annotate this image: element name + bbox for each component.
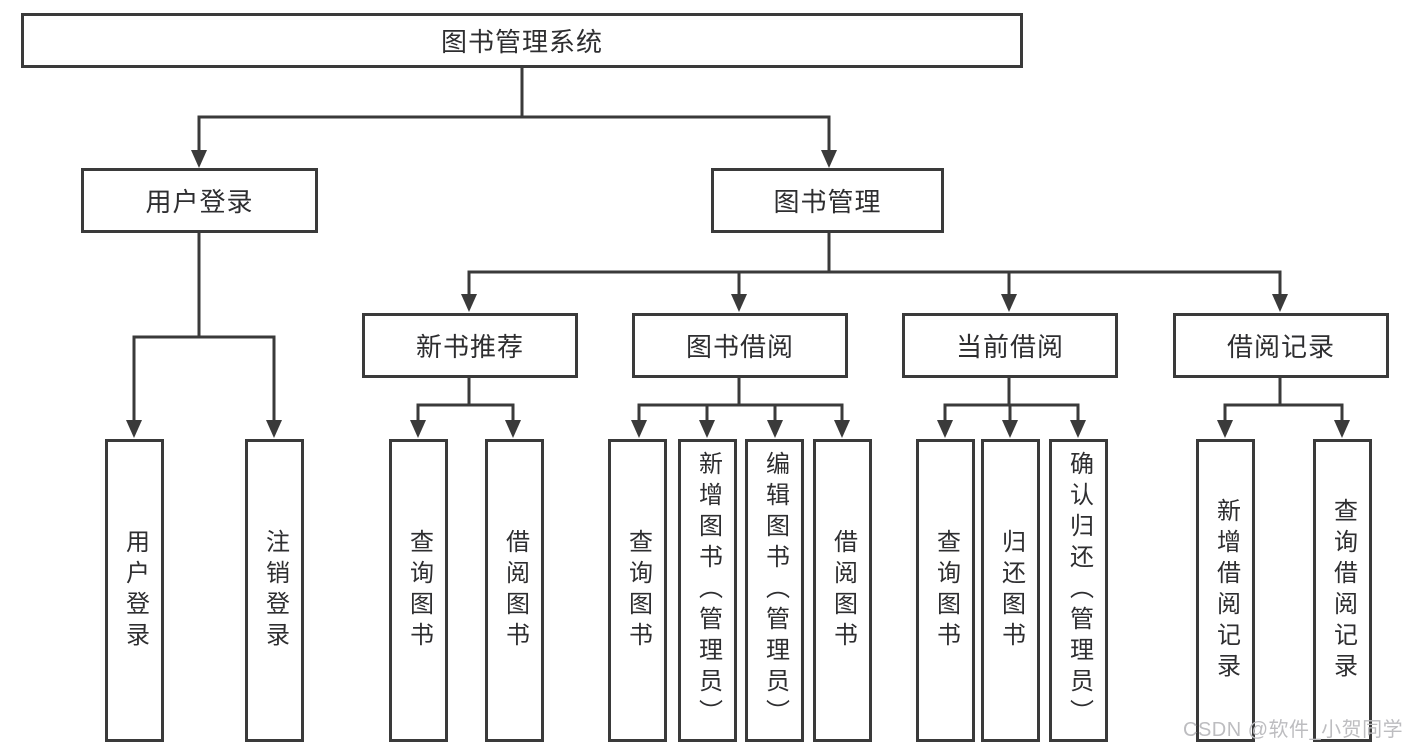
arrow-head — [1272, 294, 1288, 312]
arrow-head — [834, 420, 850, 438]
leaf-edit-books-admin: 编辑图书（管理员） — [745, 439, 804, 742]
arrow-head — [1001, 294, 1017, 312]
node-label: 借阅记录 — [1226, 332, 1335, 362]
leaf-borrow-books: 借阅图书 — [485, 439, 544, 742]
node-label: 查询图书 — [932, 528, 960, 653]
node-new-book-recommendation: 新书推荐 — [362, 313, 578, 378]
node-label: 确认归还（管理员） — [1065, 451, 1093, 730]
arrow-head — [1070, 420, 1086, 438]
arrowheads — [126, 150, 1350, 438]
node-label: 图书管理 — [773, 187, 882, 217]
arrow-head — [821, 150, 837, 168]
node-label: 图书借阅 — [685, 332, 794, 362]
arrow-head — [191, 150, 207, 168]
node-label: 查询借阅记录 — [1329, 497, 1357, 684]
node-label: 编辑图书（管理员） — [761, 451, 789, 730]
leaf-add-borrow-record: 新增借阅记录 — [1196, 439, 1255, 742]
arrow-head — [461, 294, 477, 312]
node-label: 借阅图书 — [501, 528, 529, 653]
node-borrowing-records: 借阅记录 — [1173, 313, 1389, 378]
leaf-query-books: 查询图书 — [389, 439, 448, 742]
arrow-head — [699, 420, 715, 438]
arrow-head — [126, 420, 142, 438]
leaf-query-books: 查询图书 — [608, 439, 667, 742]
arrow-head — [266, 420, 282, 438]
arrow-head — [631, 420, 647, 438]
arrow-head — [1334, 420, 1350, 438]
arrow-head — [505, 420, 521, 438]
node-book-borrowing: 图书借阅 — [632, 313, 848, 378]
arrow-head — [1002, 420, 1018, 438]
node-label: 查询图书 — [405, 528, 433, 653]
csdn-watermark: CSDN @软件_小贺同学 — [1183, 719, 1404, 741]
arrow-head — [410, 420, 426, 438]
leaf-borrow-books: 借阅图书 — [813, 439, 872, 742]
node-label: 注销登录 — [261, 528, 289, 653]
node-label: 归还图书 — [997, 528, 1025, 653]
node-label: 新增图书（管理员） — [694, 451, 722, 730]
node-current-borrowing: 当前借阅 — [902, 313, 1118, 378]
arrow-head — [767, 420, 783, 438]
node-user-login: 用户登录 — [81, 168, 318, 233]
leaf-return-books: 归还图书 — [981, 439, 1040, 742]
arrow-head — [937, 420, 953, 438]
node-label: 查询图书 — [624, 528, 652, 653]
node-label: 用户登录 — [121, 528, 149, 653]
leaf-confirm-return-admin: 确认归还（管理员） — [1049, 439, 1108, 742]
leaf-add-books-admin: 新增图书（管理员） — [678, 439, 737, 742]
node-label: 新书推荐 — [415, 332, 524, 362]
leaf-logout: 注销登录 — [245, 439, 304, 742]
node-label: 当前借阅 — [955, 332, 1064, 362]
node-label: 新增借阅记录 — [1212, 497, 1240, 684]
leaf-user-login: 用户登录 — [105, 439, 164, 742]
arrow-head — [731, 294, 747, 312]
node-label: 借阅图书 — [829, 528, 857, 653]
leaf-query-borrow-record: 查询借阅记录 — [1313, 439, 1372, 742]
node-label: 图书管理系统 — [440, 27, 603, 57]
arrow-head — [1217, 420, 1233, 438]
node-book-management: 图书管理 — [711, 168, 944, 233]
leaf-query-books: 查询图书 — [916, 439, 975, 742]
node-label: 用户登录 — [145, 187, 254, 217]
node-library-management-system: 图书管理系统 — [21, 13, 1023, 68]
